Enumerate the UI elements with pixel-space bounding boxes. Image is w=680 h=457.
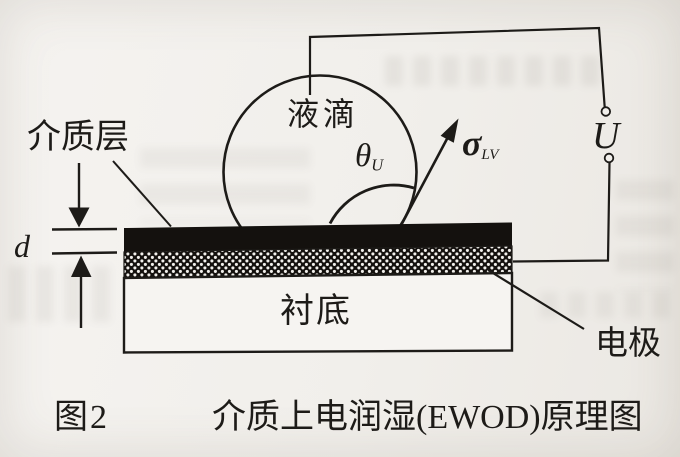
dimension-arrow-up-head (71, 255, 92, 277)
dielectric-layer-label: 介质层 (27, 119, 129, 156)
dimension-tick-top (51, 227, 118, 231)
theta-subscript: U (371, 155, 384, 175)
dimension-tick-bottom (51, 251, 118, 255)
sigma-subscript: LV (481, 147, 499, 164)
caption-title: 介质上电润湿(EWOD)原理图 (212, 399, 643, 436)
electrode-pointer-line (487, 269, 585, 330)
theta-symbol: θ (355, 138, 372, 174)
substrate-shape (122, 271, 514, 354)
dimension-arrow-down-head (68, 207, 90, 228)
caption-figure-number: 图2 (54, 399, 109, 436)
circuit-wire-top (308, 26, 606, 108)
dielectric-layer-shape (124, 222, 512, 252)
thickness-label: d (14, 228, 30, 264)
surface-tension-arrow-shaft (400, 136, 450, 225)
sigma-symbol: σ (462, 123, 482, 163)
voltage-terminal-top (600, 106, 612, 117)
voltage-terminal-bottom (603, 152, 615, 164)
contact-angle-arc (328, 183, 415, 225)
dielectric-pointer-line (112, 160, 172, 228)
surface-tension-label: σLV (462, 124, 498, 164)
substrate-label: 衬底 (280, 293, 352, 330)
contact-angle-label: θU (355, 138, 384, 175)
voltage-label: U (592, 115, 620, 157)
surface-tension-arrowhead (440, 118, 459, 143)
circuit-wire-bottom (512, 162, 611, 263)
droplet-label: 液滴 (287, 96, 360, 132)
electrode-label: 电极 (595, 326, 661, 362)
